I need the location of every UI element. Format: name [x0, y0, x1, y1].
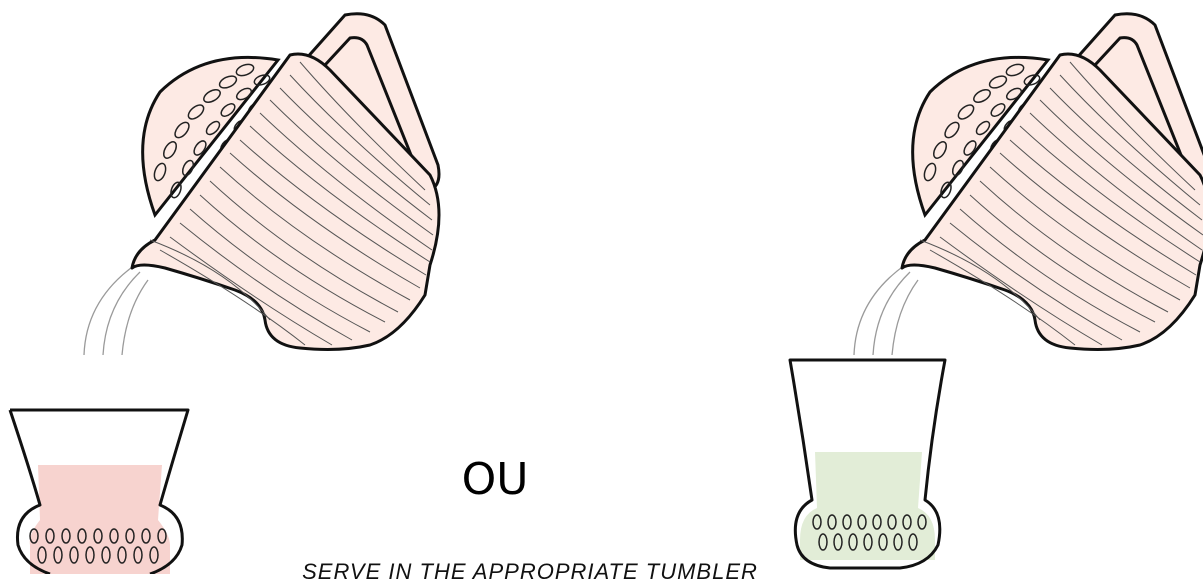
- or-separator: OU: [455, 452, 535, 508]
- right-tumbler-icon: [790, 360, 945, 568]
- right-pitcher-icon: [854, 14, 1203, 355]
- serving-caption: SERVE IN THE APPROPRIATE TUMBLER: [300, 560, 760, 584]
- left-tumbler-icon: [10, 410, 188, 574]
- left-pitcher-icon: [84, 14, 439, 355]
